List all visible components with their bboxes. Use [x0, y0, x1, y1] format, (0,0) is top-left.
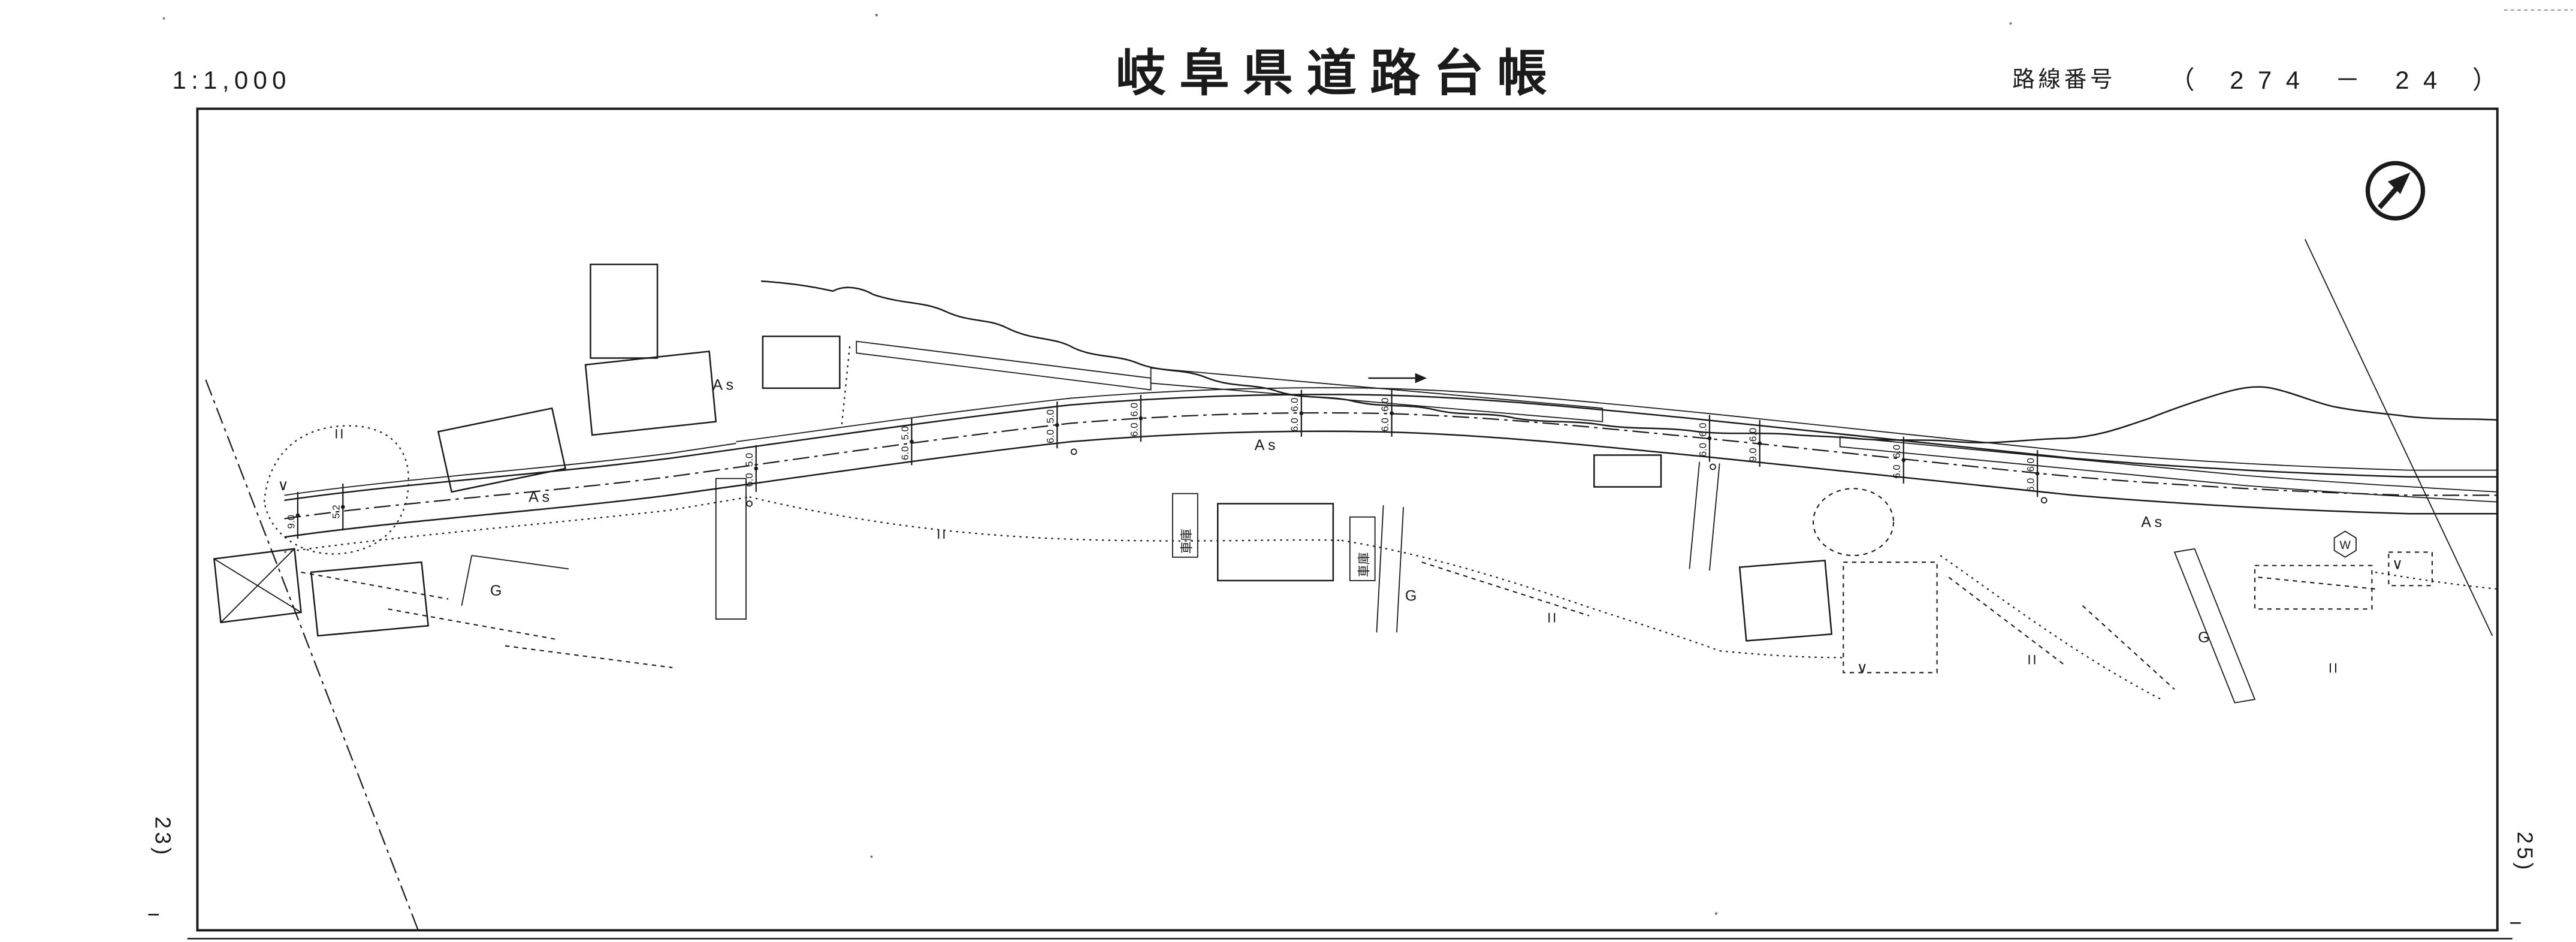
width-dimension: 6.0: [1379, 398, 1391, 412]
pavement-label-as: As: [712, 377, 736, 394]
width-dimension: 6.0: [1289, 398, 1300, 412]
field-symbol: II: [1547, 611, 1558, 626]
width-dimension: 6.0: [1128, 403, 1140, 416]
sheet-match-lines: [205, 238, 2493, 931]
gutter-label-g: G: [1405, 587, 1417, 604]
width-dimension: 6.0: [1697, 422, 1708, 436]
width-dimension: 5.0: [1045, 409, 1056, 423]
garage-box: [1349, 516, 1376, 581]
garage-box: [1171, 493, 1198, 558]
map-scale: 1:1,000: [173, 66, 291, 94]
map-frame: [187, 107, 2512, 940]
shoreline: [761, 280, 2498, 443]
width-dimension: 5.2: [331, 505, 342, 518]
gutter-label-g: G: [2198, 629, 2210, 646]
field-symbol: II: [2329, 660, 2339, 675]
width-dimension: 9.0: [1747, 448, 1759, 461]
scan-specks: [162, 9, 2573, 915]
width-dimension: 9.0: [285, 515, 297, 529]
vegetation-symbol: ∨: [2392, 555, 2403, 572]
width-dimension: 6.0: [1045, 430, 1056, 443]
width-dimension: 6.0: [1747, 428, 1759, 442]
garage-label: 車庫: [1357, 552, 1371, 577]
building: [437, 407, 567, 493]
pavement-label-as: As: [2141, 514, 2165, 531]
pavement-label-as: As: [529, 489, 552, 506]
well-symbol: W: [2340, 539, 2351, 552]
adjacent-sheet-right-number: 25): [2512, 832, 2537, 873]
adjacent-sheet-left-number: 23): [151, 817, 176, 858]
page-title: 岐阜県道路台帳: [1116, 45, 1561, 101]
well-hexagon: [2333, 530, 2357, 558]
stairs-symbol: [715, 478, 747, 620]
route-number-value: （ 274 － 24 ）: [2170, 66, 2498, 94]
width-dimension: 6.0: [2025, 458, 2037, 472]
building: [213, 548, 302, 624]
north-arrow-icon: [2365, 161, 2426, 221]
width-dimension: 5.0: [899, 426, 911, 440]
building: [762, 335, 841, 390]
width-dimension: 6.0: [2025, 478, 2037, 492]
width-dimension: 6.0: [1128, 422, 1140, 436]
width-dimension: 6.0: [1891, 464, 1902, 478]
gutter-label-g: G: [490, 582, 502, 599]
building: [310, 561, 430, 637]
vegetation-symbol: ∨: [277, 477, 288, 494]
building: [584, 350, 717, 436]
building: [1216, 503, 1334, 582]
width-dimension: 6.0: [744, 473, 755, 487]
width-dimension: 6.0: [1289, 418, 1300, 431]
parcel-boundaries: [263, 346, 2498, 704]
width-dimension: 6.0: [1891, 445, 1902, 458]
embankment-hatch: [856, 340, 2498, 503]
width-dimension: 6.0: [1697, 443, 1708, 457]
width-dimension: 6.0: [1379, 418, 1391, 431]
width-dimension: 6.0: [899, 446, 911, 460]
field-symbol: II: [937, 527, 947, 542]
road-centerline: [284, 412, 2498, 520]
garage-label: 車庫: [1180, 529, 1194, 554]
flow-direction-arrow: [1368, 373, 1427, 384]
adjacent-sheet-right-dash: −: [2509, 910, 2525, 935]
survey-stations: [295, 390, 2047, 539]
building: [1593, 454, 1662, 488]
route-number-label: 路線番号: [2012, 67, 2116, 92]
width-dimension: 5.0: [744, 453, 755, 467]
building: [1738, 560, 1833, 642]
vegetation-symbol: ∨: [1857, 659, 1868, 676]
pavement-label-as: As: [1255, 437, 1279, 454]
buildings: [213, 263, 1833, 642]
field-symbol: II: [2027, 652, 2038, 667]
road-corridor: [284, 387, 2498, 553]
adjacent-sheet-left-dash: −: [147, 902, 164, 926]
field-symbol: II: [334, 427, 345, 442]
building: [590, 263, 659, 359]
